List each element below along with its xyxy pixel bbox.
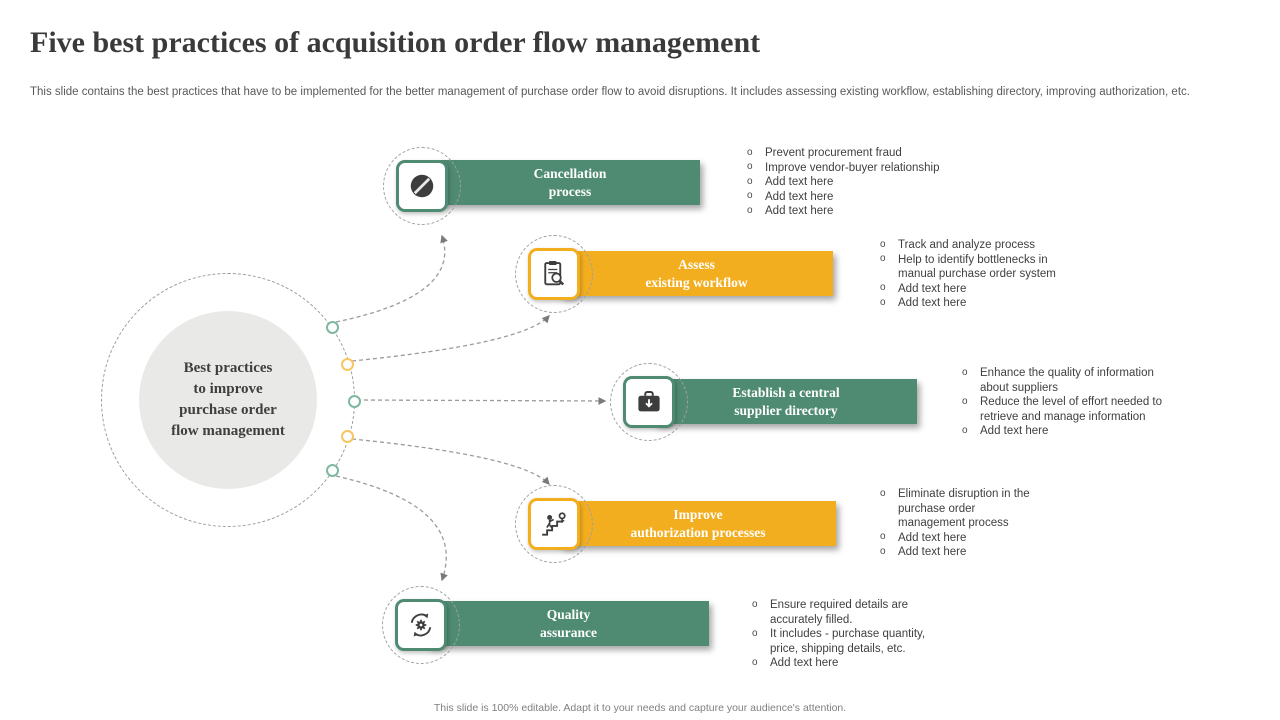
banner-assess-existing-workflow: Assess existing workflow — [560, 251, 833, 296]
stairs-key-icon — [542, 512, 566, 536]
icon-box — [528, 498, 580, 550]
bullet-list: Ensure required details are accurately f… — [750, 598, 940, 671]
bullet-item: Improve vendor-buyer relationship — [745, 160, 975, 176]
slide-footer-note: This slide is 100% editable. Adapt it to… — [433, 702, 847, 714]
icon-box — [528, 248, 580, 300]
banner-quality-assurance: Quality assurance — [428, 601, 709, 646]
bullet-list: Enhance the quality of information about… — [960, 366, 1178, 439]
icon-frame — [515, 235, 593, 313]
bullet-item: Help to identify bottlenecks in manual p… — [878, 252, 1073, 282]
hub-node-dot — [348, 395, 361, 408]
bullet-item: Enhance the quality of information about… — [960, 366, 1178, 395]
bullet-item: Ensure required details are accurately f… — [750, 598, 940, 627]
bullet-list: Eliminate disruption in the purchase ord… — [878, 487, 1038, 560]
icon-box — [396, 160, 448, 212]
briefcase-download-icon — [638, 391, 660, 412]
bullet-item: Track and analyze process — [878, 238, 1073, 253]
banner-cancellation-process: Cancellation process — [440, 160, 700, 205]
hub-label: Best practices to improve purchase order… — [139, 311, 317, 489]
icon-box — [623, 376, 675, 428]
icon-frame — [515, 485, 593, 563]
icon-frame — [383, 147, 461, 225]
gears-sync-icon — [410, 613, 432, 637]
bullet-item: Add text here — [750, 656, 940, 671]
icon-box — [395, 599, 447, 651]
icon-frame — [610, 363, 688, 441]
bullet-item: Add text here — [878, 296, 1073, 311]
banner-improve-authorization: Improve authorization processes — [560, 501, 836, 546]
hub-node-dot — [341, 430, 354, 443]
bullet-item: Eliminate disruption in the purchase ord… — [878, 487, 1038, 531]
icon-frame — [382, 586, 460, 664]
bullet-item: Add text here — [745, 175, 975, 190]
bullet-item: Prevent procurement fraud — [745, 146, 975, 161]
banner-central-supplier-directory: Establish a central supplier directory — [655, 379, 917, 424]
bullet-item: Add text here — [745, 189, 975, 205]
page-subtitle: This slide contains the best practices t… — [30, 86, 1190, 98]
cancel-circle-icon — [410, 174, 434, 198]
bullet-item: Add text here — [745, 204, 975, 219]
bullet-list: Prevent procurement fraud Improve vendor… — [745, 146, 975, 219]
bullet-list: Track and analyze process Help to identi… — [878, 238, 1073, 311]
page-title: Five best practices of acquisition order… — [30, 26, 761, 59]
bullet-item: Add text here — [878, 530, 1038, 546]
bullet-item: Add text here — [878, 281, 1073, 297]
hub-node-dot — [341, 358, 354, 371]
bullet-item: Add text here — [960, 424, 1178, 439]
bullet-item: Reduce the level of effort needed to ret… — [960, 395, 1178, 424]
clipboard-magnifier-icon — [544, 261, 565, 286]
hub-node-dot — [326, 464, 339, 477]
bullet-item: It includes - purchase quantity, price, … — [750, 627, 940, 656]
bullet-item: Add text here — [878, 545, 1038, 560]
hub-node-dot — [326, 321, 339, 334]
